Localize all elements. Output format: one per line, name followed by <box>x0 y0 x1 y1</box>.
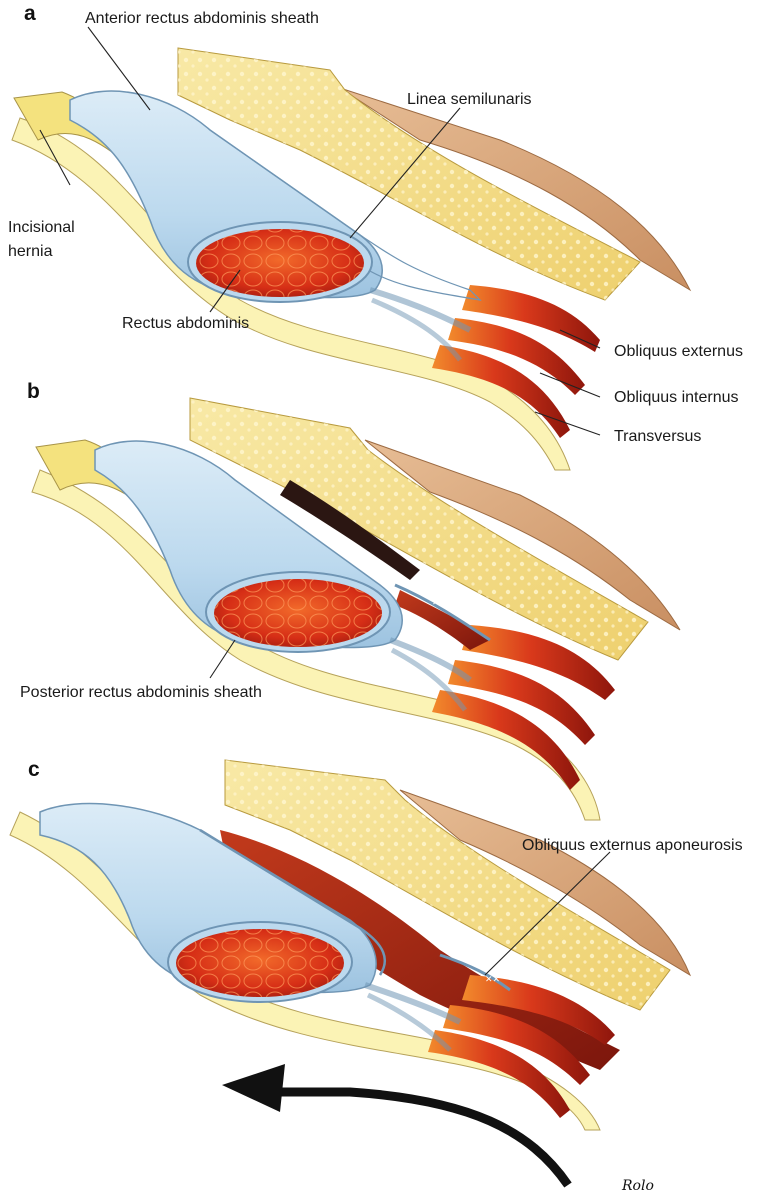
panel-letter-b: b <box>27 380 40 403</box>
label-linea-semilunaris: Linea semilunaris <box>407 91 532 108</box>
medial-advancement-arrow <box>222 1064 568 1185</box>
panel-a <box>12 48 690 470</box>
label-transversus: Transversus <box>614 428 701 445</box>
label-anterior-rectus-sheath: Anterior rectus abdominis sheath <box>85 10 319 27</box>
svg-text:✕✕: ✕✕ <box>485 975 500 985</box>
label-obliquus-externus-aponeurosis: Obliquus externus aponeurosis <box>522 837 743 854</box>
panel-letter-c: c <box>28 758 40 781</box>
label-incisional-line1: Incisional <box>8 219 75 236</box>
panel-b: ✕✕ ✕✕ <box>32 398 680 820</box>
artist-signature: Rolo <box>621 1178 654 1194</box>
label-rectus-abdominis: Rectus abdominis <box>122 315 249 332</box>
label-incisional-line2: hernia <box>8 243 53 260</box>
label-obliquus-externus: Obliquus externus <box>614 343 743 360</box>
label-posterior-rectus-sheath: Posterior rectus abdominis sheath <box>20 684 262 701</box>
svg-text:✕✕ ✕✕: ✕✕ ✕✕ <box>432 598 465 608</box>
label-obliquus-internus: Obliquus internus <box>614 389 739 406</box>
panel-letter-a: a <box>24 2 36 25</box>
